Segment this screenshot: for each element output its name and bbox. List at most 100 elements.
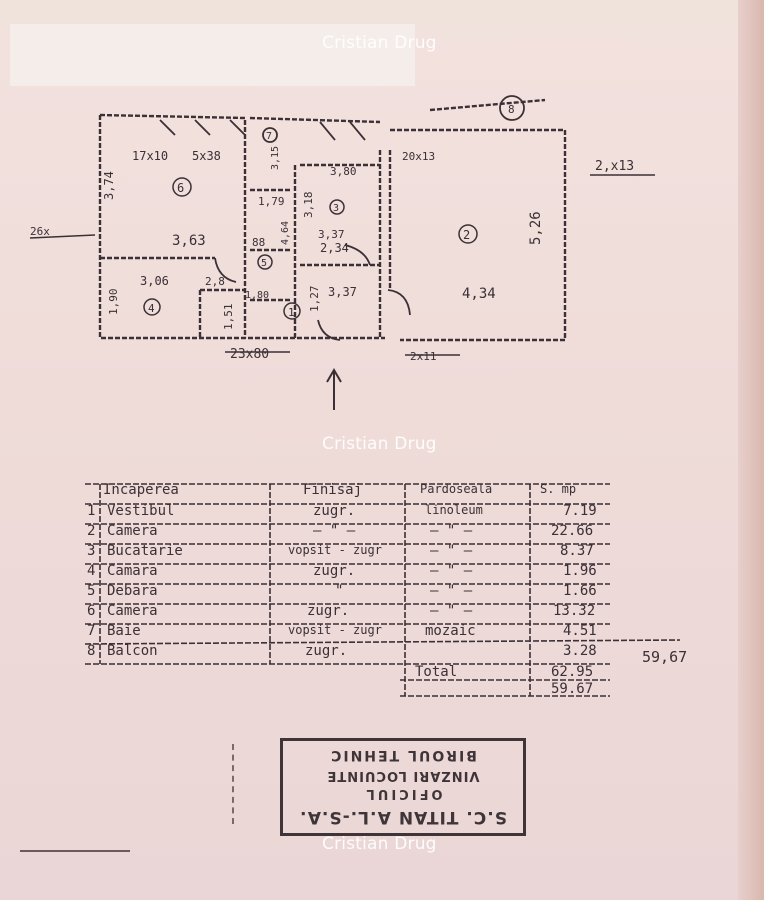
row-number: 4: [87, 563, 96, 579]
row-area: 7.19: [563, 503, 597, 519]
row-floor: — " —: [430, 603, 473, 619]
row-floor: — " —: [430, 543, 473, 559]
row-finish: zugr.: [307, 603, 350, 619]
top-band: [0, 0, 764, 22]
row-name: Debara: [107, 583, 158, 599]
table-row: 2 Camera — " — — " — 22.66: [85, 523, 615, 543]
total-label: Total: [415, 664, 458, 680]
row-floor: — " —: [430, 583, 473, 599]
row-name: Camera: [107, 523, 158, 539]
side-total: 59,67: [642, 648, 688, 666]
dim-5: 3,06: [140, 274, 169, 288]
row-name: Vestibul: [107, 503, 175, 519]
room-3: 3: [333, 203, 339, 214]
row-number: 7: [87, 623, 96, 639]
technical-office-stamp: S.C. TITAN A.L.-S.A. OFICIUL VINZARI LOC…: [280, 738, 526, 836]
net-value: 59.67: [551, 681, 594, 697]
room-2: 2: [463, 228, 470, 242]
row-floor: mozaic: [425, 623, 476, 639]
room-5: 5: [261, 258, 267, 269]
watermark-top: Cristian Drug: [322, 33, 437, 53]
table-grid: [84, 483, 681, 697]
row-area: 1.96: [563, 563, 597, 579]
dim-9: 1,27: [308, 286, 321, 313]
row-number: 2: [87, 523, 96, 539]
room-4: 4: [148, 302, 155, 315]
header-floor: Pardoseala: [420, 482, 493, 496]
room-1: 1: [288, 306, 295, 319]
dim-25: 20x13: [402, 150, 435, 163]
row-finish: zugr.: [305, 643, 348, 659]
stamp-line-4: BIROUL TEHNIC: [329, 747, 477, 763]
dim-20: 23x80: [230, 347, 269, 362]
row-number: 1: [87, 503, 96, 519]
dim-8: 1,51: [222, 304, 235, 331]
dim-3: 3,74: [102, 171, 116, 200]
net-row: 59.67: [85, 681, 615, 701]
dim-11: 3,80: [330, 165, 357, 178]
table-row: 4 Camara zugr. — " — 1.96: [85, 563, 615, 583]
row-finish: zugr.: [313, 503, 356, 519]
header-room: Incaperea: [103, 482, 179, 498]
row-number: 8: [87, 643, 96, 659]
header-finish: Finisaj: [303, 482, 363, 498]
row-name: Balcon: [107, 643, 158, 659]
row-name: Baie: [107, 623, 141, 639]
total-row: Total 62.95: [85, 664, 615, 684]
row-number: 5: [87, 583, 96, 599]
row-area: 8.37: [560, 543, 594, 559]
row-number: 6: [87, 603, 96, 619]
table-row: 5 Debara " — " — 1.66: [85, 583, 615, 603]
dim-4: 3,63: [172, 233, 206, 249]
dim-10: 3,18: [302, 192, 315, 219]
table-row: 3 Bucatarie vopsit - zugr — " — 8.37: [85, 543, 615, 563]
dim-18: 2,x13: [595, 159, 634, 174]
row-finish: — " —: [313, 523, 356, 539]
room-6: 6: [177, 181, 184, 195]
row-floor: linoleum: [425, 503, 483, 517]
watermark-bottom: Cristian Drug: [322, 834, 437, 854]
dim-15: 3,37: [318, 228, 345, 241]
dim-7: 2,8: [205, 275, 225, 288]
floor-plan: 17x10 5x38 3,74 3,63 3,06 1,90 2,8 1,51 …: [29, 95, 655, 410]
row-name: Camera: [107, 603, 158, 619]
row-area: 13.32: [553, 603, 596, 619]
stamp-line-3: VINZARI LOCUINTE: [326, 768, 480, 783]
redacted-area: [10, 24, 415, 86]
dim-21: 2x11: [410, 350, 437, 363]
row-finish: ": [335, 583, 344, 599]
row-area: 22.66: [551, 523, 594, 539]
dim-2: 5x38: [192, 149, 221, 163]
row-area: 3.28: [563, 643, 597, 659]
dim-26: 1,80: [245, 290, 269, 301]
room-8: 8: [508, 103, 515, 116]
header-area: S. mp: [540, 482, 577, 496]
row-number: 3: [87, 543, 96, 559]
stamp-line-2: OFICIUL: [363, 786, 443, 801]
row-name: Bucatarie: [107, 543, 183, 559]
row-area: 4.51: [563, 623, 597, 639]
room-7: 7: [266, 131, 272, 142]
paper-edge: [738, 0, 764, 900]
row-finish: zugr.: [313, 563, 356, 579]
dim-16: 4,34: [462, 286, 496, 302]
dim-6: 1,90: [107, 289, 120, 316]
dim-24: 88: [252, 236, 265, 249]
dim-19: 26x: [30, 225, 50, 238]
row-finish: vopsit - zugr: [288, 623, 382, 637]
margin-dash: [232, 744, 236, 824]
dim-1: 17x10: [132, 149, 168, 163]
dim-13: 2,34: [320, 241, 349, 255]
table-row: 7 Baie vopsit - zugr mozaic 4.51: [85, 623, 615, 643]
dim-17: 5,26: [528, 211, 544, 245]
bottom-line: [20, 850, 130, 852]
table-row: 6 Camera zugr. — " — 13.32: [85, 603, 615, 623]
table-header: Incaperea Finisaj Pardoseala S. mp: [85, 482, 615, 502]
row-finish: vopsit - zugr: [288, 543, 382, 557]
row-name: Camara: [107, 563, 158, 579]
watermark-middle: Cristian Drug: [322, 434, 437, 454]
total-value: 62.95: [551, 664, 594, 680]
dim-12: 1,79: [258, 195, 285, 208]
dim-22: 3,15: [270, 146, 281, 170]
